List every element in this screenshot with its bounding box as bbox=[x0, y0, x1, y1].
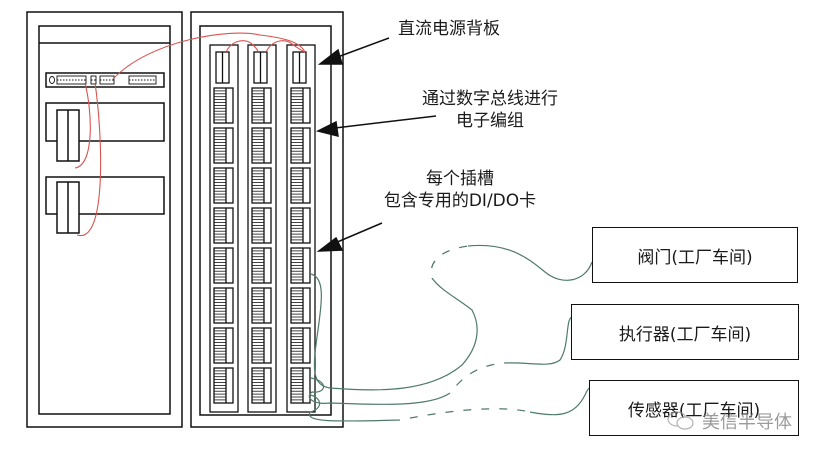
controller-ports bbox=[49, 75, 157, 85]
label-digital-bus: 通过数字总线进行 电子编组 bbox=[400, 88, 580, 132]
watermark-text: 美信半导体 bbox=[702, 412, 792, 433]
field-wiring bbox=[308, 244, 593, 422]
label-digital-bus-line2: 电子编组 bbox=[456, 111, 524, 131]
arrow-backplane-head bbox=[317, 48, 343, 65]
arrow-slot-line bbox=[334, 222, 383, 244]
watermark: 美信半导体 bbox=[666, 408, 792, 434]
controller-port-group bbox=[49, 75, 157, 85]
field-device-actuator: 执行器(工厂车间) bbox=[571, 304, 799, 360]
power-module-1 bbox=[45, 102, 165, 142]
field-device-sensor-label: 传感器(工厂车间) bbox=[627, 400, 761, 421]
arrow-slot-head bbox=[316, 236, 344, 252]
rack-column-frame bbox=[209, 44, 239, 413]
label-digital-bus-line1: 通过数字总线进行 bbox=[422, 89, 558, 109]
marshalling-rack bbox=[190, 11, 344, 428]
power-wire-link-1 bbox=[225, 40, 259, 53]
power-module-2 bbox=[45, 176, 165, 215]
arrow-backplane-line bbox=[334, 37, 390, 59]
rack-columns bbox=[209, 44, 316, 413]
wechat-icon bbox=[667, 411, 694, 430]
field-device-valve-label: 阀门(工厂车间) bbox=[637, 247, 753, 268]
power-wire-module-1 bbox=[74, 82, 91, 169]
field-wire-dash-masks bbox=[399, 244, 531, 422]
status-led bbox=[49, 76, 55, 84]
arrow-bus-head bbox=[315, 120, 339, 137]
controller-cabinet bbox=[26, 11, 183, 428]
controller-panel bbox=[45, 72, 165, 88]
rack-column bbox=[286, 44, 316, 413]
label-slot-line2: 包含专用的DI/DO卡 bbox=[383, 191, 537, 211]
field-device-sensor: 传感器(工厂车间) bbox=[589, 380, 799, 436]
field-wire-valve bbox=[310, 244, 593, 391]
rack-outer bbox=[190, 11, 344, 428]
power-wire-link-2 bbox=[265, 40, 306, 53]
power-wiring bbox=[74, 32, 306, 236]
rack-column bbox=[209, 44, 239, 413]
annotation-arrows bbox=[315, 37, 437, 252]
rack-column-frame bbox=[247, 44, 277, 413]
cabinet-outer bbox=[26, 11, 183, 428]
field-device-valve: 阀门(工厂车间) bbox=[592, 227, 798, 283]
cabinet-inner bbox=[38, 25, 171, 415]
field-device-actuator-label: 执行器(工厂车间) bbox=[618, 324, 752, 345]
arrow-bus-line bbox=[334, 115, 437, 129]
label-slot-line1: 每个插槽 bbox=[426, 169, 494, 189]
rack-column bbox=[247, 44, 277, 413]
rack-inner bbox=[199, 25, 332, 416]
rack-column-frame bbox=[286, 44, 316, 413]
field-wire-actuator bbox=[308, 316, 574, 406]
label-slot: 每个插槽 包含专用的DI/DO卡 bbox=[360, 168, 560, 212]
power-wire-backplane bbox=[112, 32, 306, 80]
power-wire-module-2 bbox=[76, 82, 102, 236]
label-dc-backplane: 直流电源背板 bbox=[398, 19, 500, 39]
